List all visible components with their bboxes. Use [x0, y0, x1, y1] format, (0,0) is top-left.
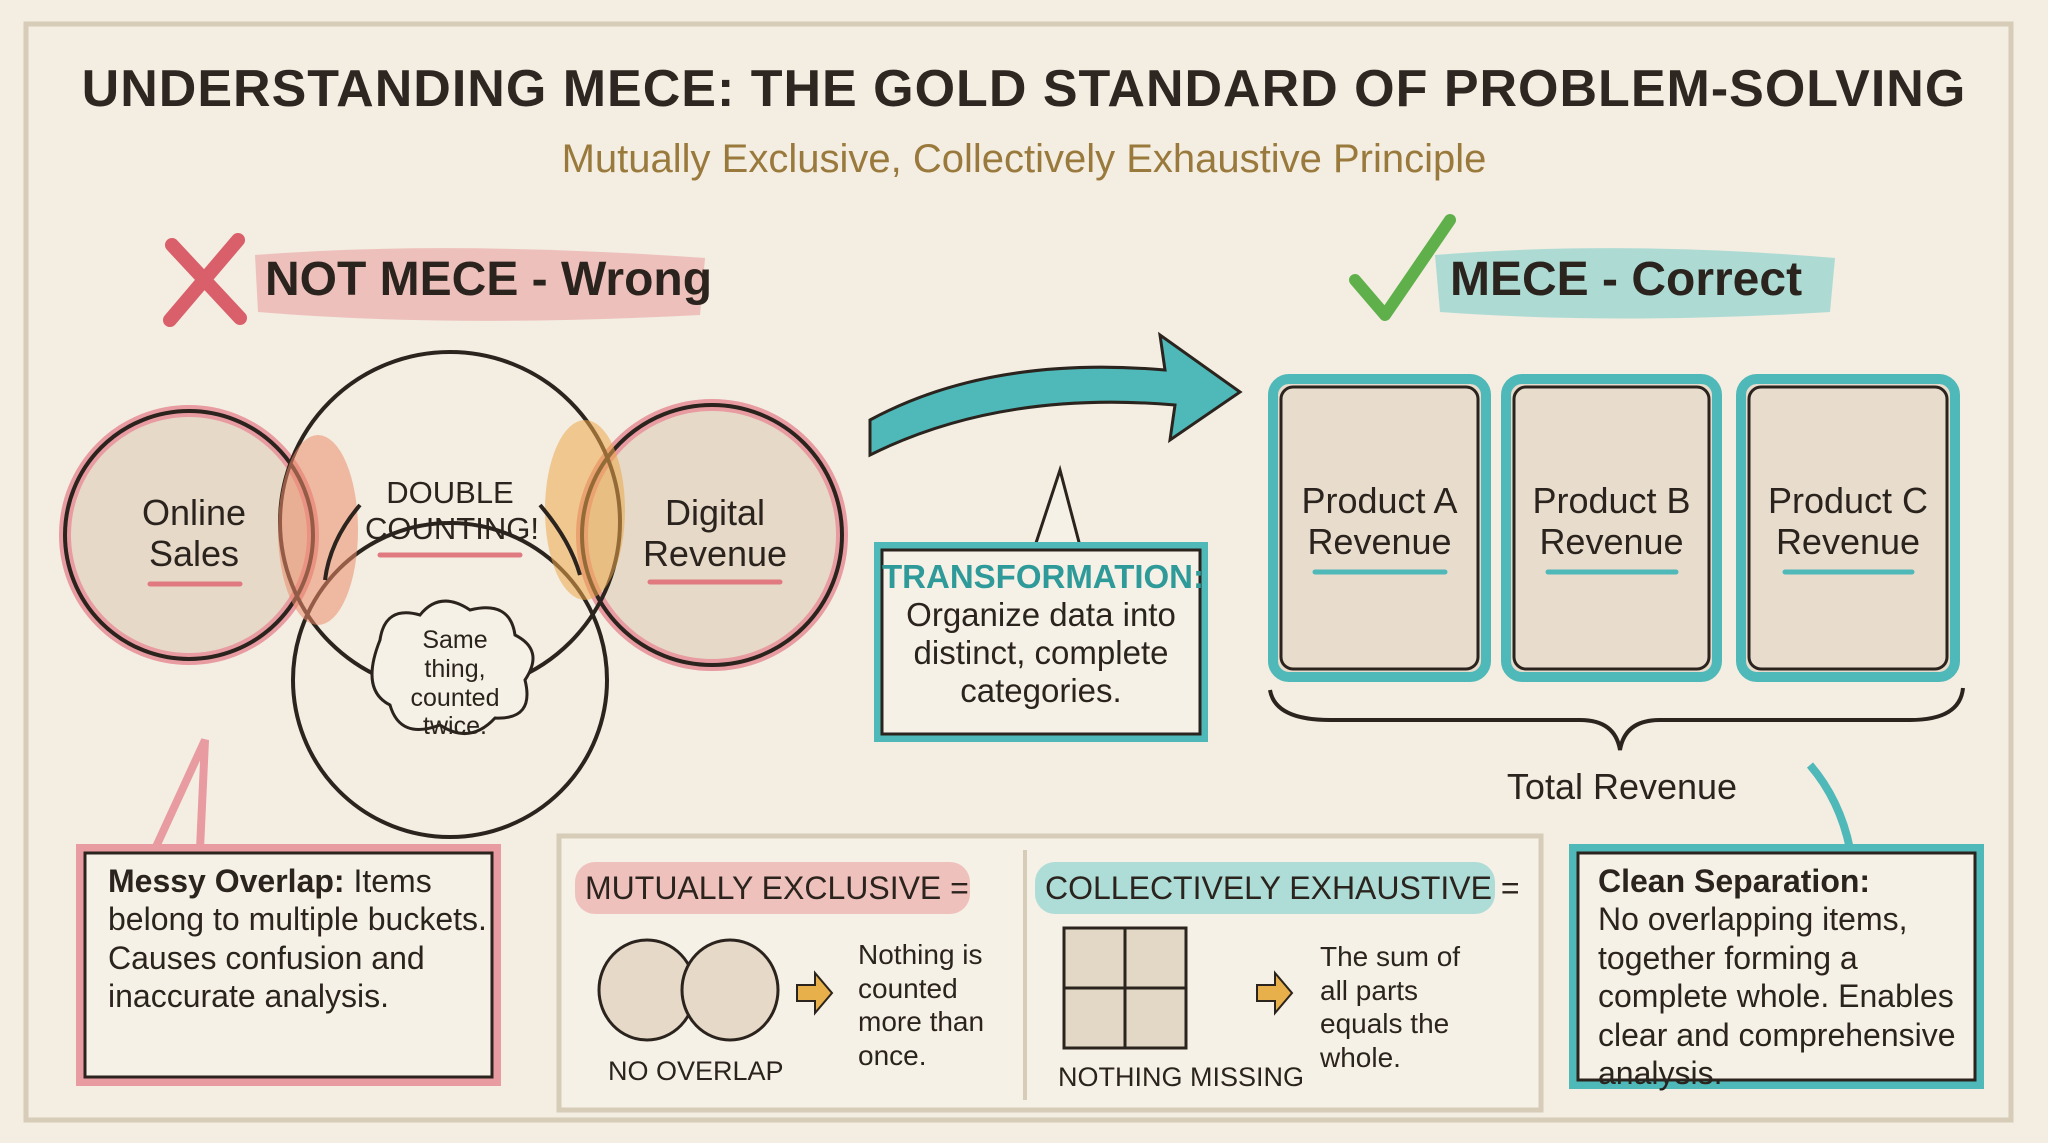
same-thing-cloud	[370, 599, 535, 735]
product-boxes	[1268, 374, 1960, 682]
messy-note-text: Items belong to multiple buckets. Causes…	[108, 863, 487, 1015]
wrong-heading-highlight	[255, 248, 705, 321]
nothing-missing-caption: NOTHING MISSING	[1058, 1062, 1305, 1092]
transformation-box	[874, 542, 1208, 742]
not-mece-heading: NOT MECE - Wrong	[265, 253, 713, 306]
digital-revenue-label: Digital Revenue	[642, 492, 788, 575]
online-sales-label: Online Sales	[141, 492, 247, 575]
messy-overlap-box	[76, 844, 501, 1086]
transformation-note: TRANSFORMATION: Organize data into disti…	[882, 558, 1205, 710]
no-overlap-caption: NO OVERLAP	[608, 1056, 784, 1086]
correct-heading-highlight	[1435, 248, 1835, 319]
cloud-text: Same thing, counted twice.	[410, 626, 500, 741]
outer-frame	[23, 21, 2014, 1123]
ce-description: The sum of all parts equals the whole.	[1320, 941, 1461, 1073]
transformation-arrow	[868, 331, 1243, 458]
total-brace	[1268, 687, 1965, 751]
clean-note-text: No overlapping items, together forming a…	[1598, 901, 1956, 1091]
overlapping-circles	[59, 350, 848, 839]
check-icon	[1349, 214, 1456, 321]
product-c-label: Product C Revenue	[1767, 480, 1929, 563]
collectively-exhaustive-label: COLLECTIVELY EXHAUSTIVE =	[1045, 870, 1520, 906]
clean-separation-note: Clean Separation:No overlapping items, t…	[1598, 862, 1968, 1092]
page-title: UNDERSTANDING MECE: THE GOLD STANDARD OF…	[81, 60, 1967, 118]
total-revenue-label: Total Revenue	[1506, 766, 1738, 807]
clean-separation-box	[1569, 844, 1984, 1089]
arrow-right-icon	[796, 970, 834, 1016]
messy-box-pointer	[151, 738, 209, 851]
clean-note-title: Clean Separation:	[1598, 863, 1871, 899]
transformation-text: Organize data into distinct, complete ca…	[906, 595, 1176, 709]
messy-overlap-note: Messy Overlap: Items belong to multiple …	[108, 862, 488, 1016]
clean-box-pointer	[1806, 762, 1870, 853]
product-b-label: Product B Revenue	[1532, 480, 1691, 563]
transformation-title: TRANSFORMATION:	[882, 558, 1205, 595]
messy-note-title: Messy Overlap:	[108, 863, 345, 899]
product-a-label: Product A Revenue	[1301, 480, 1458, 563]
page-subtitle: Mutually Exclusive, Collectively Exhaust…	[561, 137, 1487, 181]
cross-icon	[163, 233, 247, 327]
mece-heading: MECE - Correct	[1450, 253, 1803, 306]
mutually-exclusive-label: MUTUALLY EXCLUSIVE =	[585, 870, 969, 906]
double-counting-label: DOUBLE COUNTING!	[365, 475, 539, 546]
no-overlap-circles	[597, 938, 780, 1042]
me-description: Nothing is counted more than once.	[858, 939, 985, 1071]
puzzle-icon	[1062, 926, 1188, 1050]
